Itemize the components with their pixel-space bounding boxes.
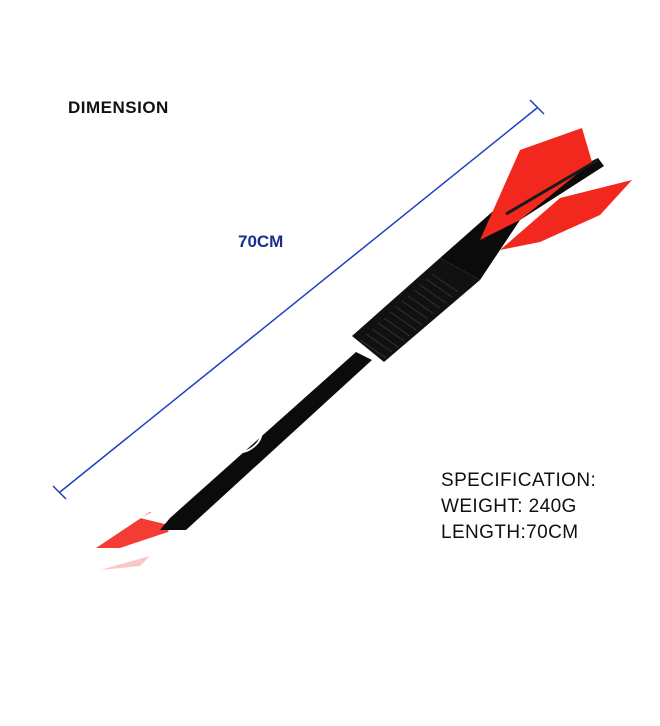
rear-fletching	[96, 494, 193, 570]
specification-title: SPECIFICATION:	[441, 470, 597, 491]
dimension-heading: DIMENSION	[68, 98, 169, 117]
length-dimension-label: 70CM	[238, 232, 284, 251]
dimension-line	[52, 99, 545, 500]
specification-block: SPECIFICATION: WEIGHT: 240G LENGTH:70CM	[441, 468, 596, 546]
specification-weight: WEIGHT: 240G	[441, 496, 577, 517]
specification-length: LENGTH:70CM	[441, 522, 579, 543]
front-fletching	[480, 128, 632, 250]
cobra-logo	[232, 426, 263, 454]
